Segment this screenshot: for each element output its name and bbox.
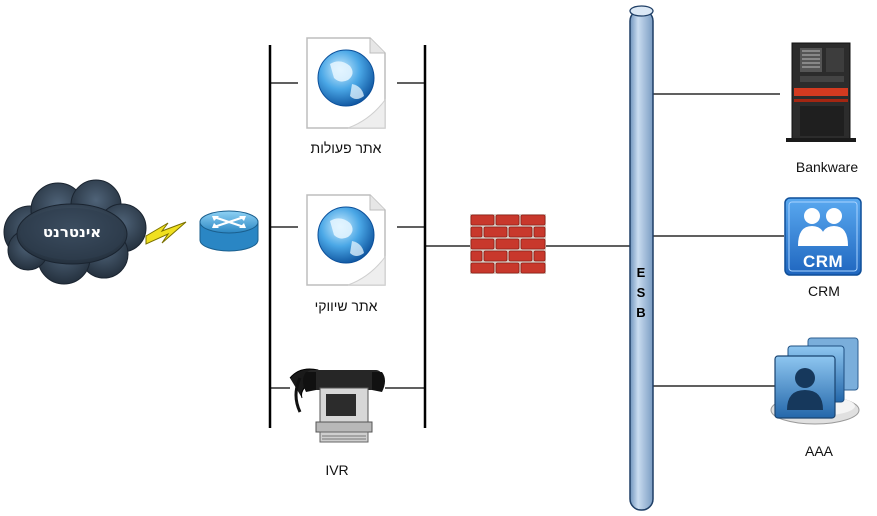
- connector-lines: [270, 82, 784, 389]
- ivr-telephone-icon: [289, 368, 385, 443]
- ivr-label: IVR: [325, 462, 349, 478]
- bankware-server-icon: [786, 42, 856, 142]
- lightning-link-icon: [145, 221, 187, 245]
- internet-cloud-icon: [3, 179, 147, 285]
- router-icon: [199, 210, 259, 252]
- crm-logo-text: CRM: [803, 252, 844, 271]
- bankware-label: Bankware: [795, 159, 859, 175]
- operations-site-label: אתר פעולות: [310, 140, 382, 156]
- aaa-label: AAA: [804, 443, 834, 459]
- esb-letter-b: B: [636, 305, 646, 320]
- esb-letter-e: E: [636, 265, 646, 280]
- esb-letter-s: S: [636, 285, 646, 300]
- aaa-users-icon: [770, 337, 860, 425]
- marketing-site-globe-icon: [306, 194, 386, 286]
- internet-label: אינטרנט: [42, 223, 102, 241]
- esb-bus: [629, 5, 654, 511]
- operations-site-globe-icon: [306, 37, 386, 129]
- firewall-icon: [470, 214, 546, 274]
- crm-label: CRM: [808, 283, 840, 299]
- marketing-site-label: אתר שיווקי: [314, 298, 378, 314]
- crm-logo-icon: [784, 197, 862, 276]
